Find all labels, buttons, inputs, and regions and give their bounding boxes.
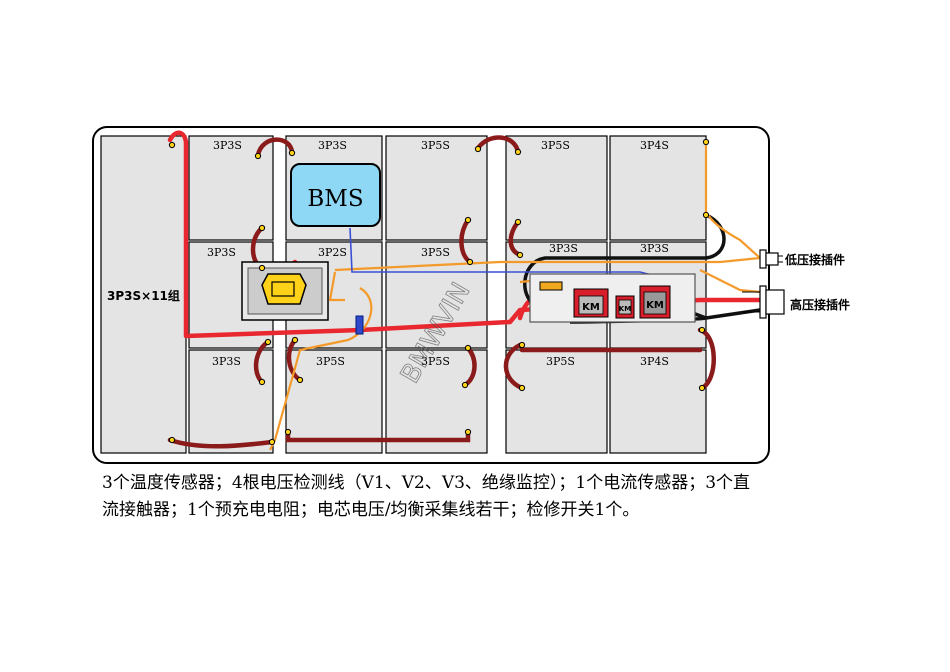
module-label-r3c2: 3P3S [212,355,241,368]
low-voltage-connector [759,249,783,269]
jumper [253,339,271,385]
module-label-r1c2: 3P3S [213,139,242,152]
module-label-r2c5: 3P3S [549,242,578,255]
module-r3c2 [188,349,274,454]
jumper [286,337,303,383]
module-label-r3c3: 3P5S [316,355,345,368]
jumper [475,135,521,155]
diagram-caption: 3个温度传感器；4根电压检测线（V1、V2、V3、绝缘监控）；1个电流传感器；3… [102,473,751,520]
jumper [255,137,295,158]
module-r1c5 [505,135,608,241]
module-r3c3 [285,349,383,454]
module-label-r1c5: 3P5S [541,139,570,152]
module-label-r3c5: 3P5S [546,355,575,368]
module-label-r1c6: 3P4S [640,139,669,152]
hv-distribution-box: KM KM KM [529,273,696,323]
module-label-r2c6: 3P3S [640,242,669,255]
contactor-label-3: KM [646,300,664,311]
module-label-r2c2: 3P3S [207,246,236,259]
module-label-r2c3: 3P2S [318,246,347,259]
module-big-left [100,135,187,454]
jumper [503,342,525,391]
module-label-big-left: 3P3S×11组 [107,288,180,303]
bms-label: BMS [307,186,363,212]
precharge-resistor [539,281,563,291]
module-label-r1c3: 3P3S [318,139,347,152]
module-r1c6 [609,135,707,241]
terminal-dots [168,138,710,446]
high-voltage-connector-label: 高压接插件 [790,297,850,312]
contactor-label-1: KM [582,302,600,313]
contactor-label-2: KM [619,305,631,313]
module-label-r3c6: 3P4S [640,355,669,368]
module-r1c4 [385,135,488,241]
bms-unit: BMS [290,163,381,227]
battery-pack-diagram: 3P3S×11组 3P3S 3P3S 3P5S 3P5S 3P4S 3P3S 3… [92,126,850,464]
jumper [462,345,477,388]
jumper [459,217,473,265]
current-sensor [355,315,364,335]
module-label-r1c4: 3P5S [421,139,450,152]
jumper [167,437,275,449]
high-voltage-connector [742,285,785,319]
jumper [285,429,471,443]
signal-wiring [269,142,761,451]
module-r3c6 [609,349,707,454]
service-switch [241,261,329,321]
module-label-r2c4: 3P5S [421,246,450,259]
jumper [697,327,716,391]
module-label-r3c4: 3P5S [421,355,450,368]
low-voltage-connector-label: 低压接插件 [784,252,845,267]
module-r3c5 [505,349,608,454]
